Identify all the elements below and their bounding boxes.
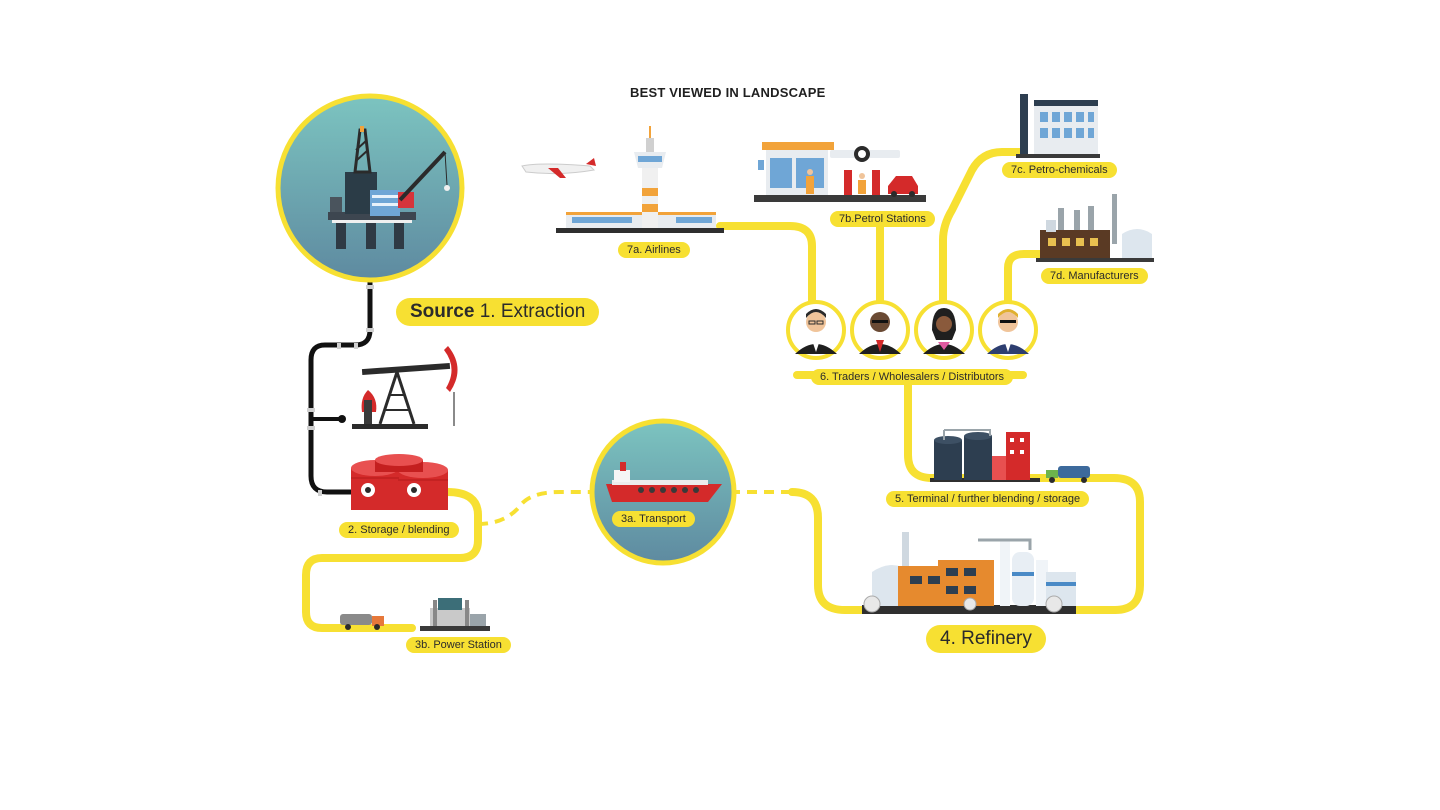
- landscape-hint: BEST VIEWED IN LANDSCAPE: [630, 85, 826, 100]
- stage-label-extraction: Source 1. Extraction: [396, 298, 600, 326]
- stage-label-manufacturers: 7d. Manufacturers: [1041, 268, 1148, 284]
- tanker-ship-icon: [606, 462, 722, 502]
- stage-label-traders: 6. Traders / Wholesalers / Distributors: [811, 369, 1014, 385]
- stage-label-petrol-stations: 7b.Petrol Stations: [830, 211, 935, 227]
- trader-avatar-icon: [978, 300, 1038, 360]
- flow-refinery-loop: [788, 374, 1144, 614]
- flow-petrochem: [939, 148, 1024, 309]
- power-station-icon: [420, 598, 490, 631]
- traders-group: [786, 300, 1038, 360]
- stage-label-refinery: 4. Refinery: [926, 625, 1046, 653]
- source-prefix: Source: [410, 301, 475, 322]
- petrol-station-icon: [754, 142, 926, 202]
- extraction-circle: [275, 93, 465, 283]
- stage-label-terminal: 5. Terminal / further blending / storage: [886, 491, 1090, 507]
- stage-label-power-station: 3b. Power Station: [406, 637, 511, 653]
- terminal-truck-icon: [1046, 466, 1090, 483]
- stage-label-petro-chemicals: 7c. Petro-chemicals: [1002, 162, 1117, 178]
- shipping-routes: [477, 490, 800, 526]
- flow-manufacturers: [1004, 250, 1044, 309]
- extraction-text: 1. Extraction: [479, 301, 586, 322]
- stage-label-airlines: 7a. Airlines: [618, 242, 690, 258]
- manufacturer-plant-icon: [1036, 194, 1154, 262]
- airplane-icon: [521, 158, 596, 178]
- terminal-icon: [930, 429, 1040, 482]
- trader-avatar-icon: [850, 300, 910, 360]
- factory-icon: [1016, 94, 1100, 158]
- airport-icon: [556, 126, 724, 233]
- refinery-icon: [862, 532, 1076, 614]
- pumpjack-icon: [352, 346, 458, 429]
- stage-label-transport: 3a. Transport: [612, 511, 695, 527]
- transport-circle: [589, 418, 737, 566]
- storage-tanks-icon: [351, 454, 448, 510]
- oil-pipeline: [307, 257, 375, 496]
- oil-rig-icon: [328, 126, 450, 249]
- flow-storage-to-power: [302, 488, 482, 632]
- flow-airlines: [716, 222, 816, 309]
- tanker-truck-icon: [340, 614, 384, 630]
- trader-avatar-icon: [914, 300, 974, 360]
- trader-avatar-icon: [786, 300, 846, 360]
- stage-label-storage: 2. Storage / blending: [339, 522, 459, 538]
